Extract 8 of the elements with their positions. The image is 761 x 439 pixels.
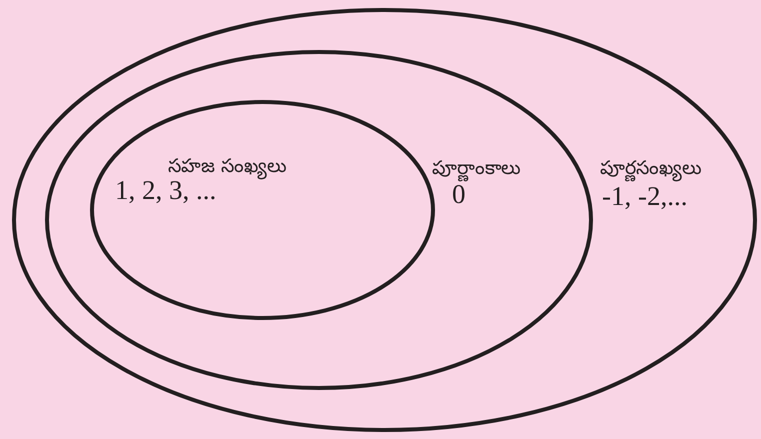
set-name: పూర్ణసంఖ్యలు [600, 158, 702, 179]
set-ellipse [45, 50, 593, 390]
number-list: -1, -2,... [602, 182, 688, 212]
set-name: పూర్ణాంకాలు [432, 158, 521, 179]
set-ellipse [12, 8, 757, 432]
number-list: 0 [452, 180, 466, 210]
set-name: సహజ సంఖ్యలు [168, 156, 288, 177]
number-list: 1, 2, 3, ... [115, 176, 216, 206]
